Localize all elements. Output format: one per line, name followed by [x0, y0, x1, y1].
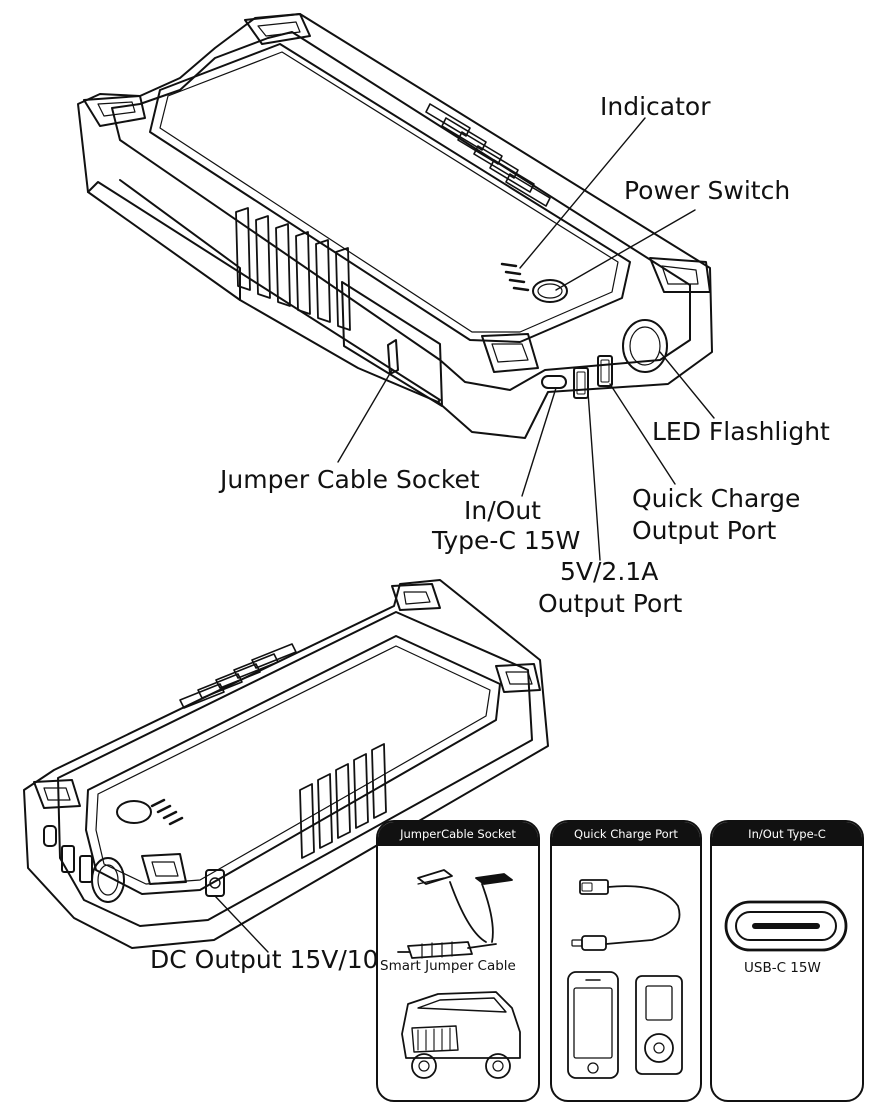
label-inout-line1: In/Out [464, 496, 541, 525]
power-switch-button [532, 279, 568, 303]
dc-output-port [205, 869, 225, 897]
car-icon [401, 991, 521, 1079]
label-jumper-cable-socket: Jumper Cable Socket [220, 465, 480, 494]
panel-type-c: In/Out Type-C USB-C 15W [710, 820, 864, 1102]
panel-jumper-cable-header: JumperCable Socket [378, 822, 538, 846]
panel-quick-charge-header: Quick Charge Port [552, 822, 700, 846]
jumper-clamp-icon [397, 869, 513, 959]
led-flashlight-lens [622, 319, 668, 373]
label-quick-charge-line1: Quick Charge [632, 484, 801, 513]
label-dc-output: DC Output 15V/10A [150, 945, 396, 974]
label-power-switch: Power Switch [624, 176, 791, 205]
panel-jumper-cable: JumperCable Socket [376, 820, 540, 1102]
panel-type-c-caption: USB-C 15W [744, 960, 821, 976]
music-player-icon [635, 975, 683, 1075]
jumper-socket-cover [341, 281, 443, 407]
power-bank-top-view [77, 13, 715, 561]
usb-c-port-icon [724, 900, 848, 952]
label-inout-line2: Type-C 15W [432, 526, 581, 555]
label-indicator: Indicator [600, 92, 711, 121]
label-5v-line1: 5V/2.1A [560, 557, 659, 586]
panel-type-c-header: In/Out Type-C [712, 822, 862, 846]
panel-quick-charge: Quick Charge Port [550, 820, 702, 1102]
label-5v-line2: Output Port [538, 589, 683, 618]
usb-cable-icon [571, 879, 681, 951]
power-bank-bottom-view [23, 579, 549, 953]
smartphone-icon [567, 971, 619, 1079]
label-quick-charge-line2: Output Port [632, 516, 777, 545]
panel-jumper-cable-caption: Smart Jumper Cable [380, 958, 516, 974]
indicator-leds-top [500, 262, 530, 292]
top-panel [149, 43, 631, 343]
type-c-port-top [541, 375, 567, 389]
bottom-panel [85, 635, 501, 895]
label-led-flashlight: LED Flashlight [652, 417, 830, 446]
